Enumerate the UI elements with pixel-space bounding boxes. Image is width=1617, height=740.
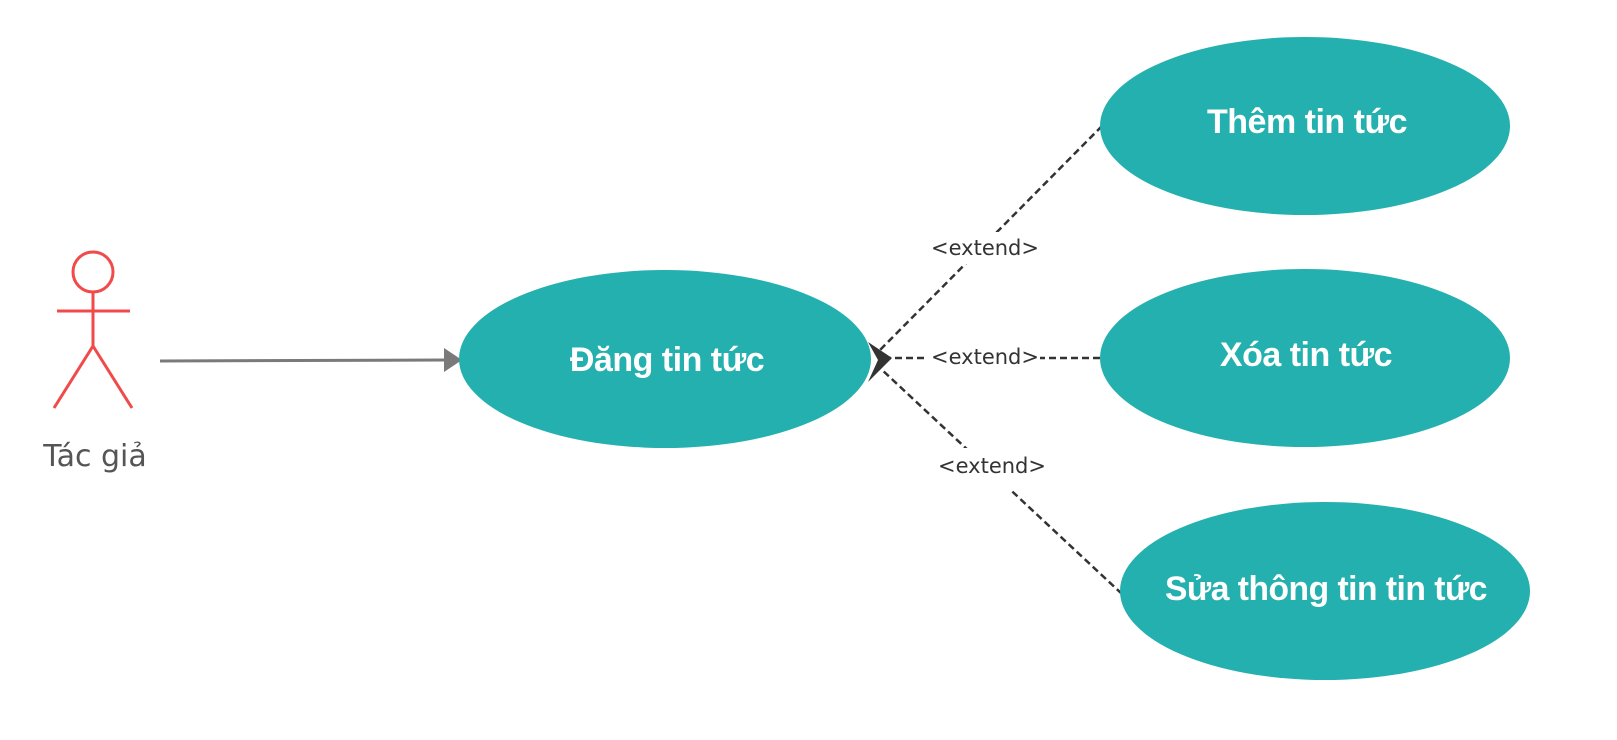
- usecase-add[interactable]: Thêm tin tức: [1100, 37, 1510, 215]
- actor-name: Tác giả: [42, 439, 147, 474]
- usecase-edit-label: Sửa thông tin tin tức: [1165, 570, 1487, 608]
- extend-relation-add: <extend>: [879, 125, 1103, 351]
- usecase-delete[interactable]: Xóa tin tức: [1100, 269, 1510, 447]
- usecase-add-label: Thêm tin tức: [1207, 103, 1407, 141]
- actor[interactable]: Tác giả: [42, 250, 147, 474]
- extend-relation-delete: <extend>: [880, 341, 1100, 373]
- extend-label-add: <extend>: [931, 236, 1039, 260]
- extend-arrowhead-icon: [868, 342, 892, 382]
- usecase-edit[interactable]: Sửa thông tin tin tức: [1120, 502, 1530, 680]
- extend-label-delete: <extend>: [931, 345, 1039, 369]
- usecase-main-label: Đăng tin tức: [570, 341, 764, 379]
- extend-label-edit: <extend>: [938, 454, 1046, 478]
- association-arrow: [159, 348, 462, 372]
- usecase-delete-label: Xóa tin tức: [1220, 336, 1392, 374]
- arrowhead-icon: [444, 348, 462, 372]
- extend-relation-edit: <extend>: [879, 367, 1123, 595]
- usecase-main[interactable]: Đăng tin tức: [459, 270, 871, 448]
- actor-stick-figure-icon: [52, 250, 134, 409]
